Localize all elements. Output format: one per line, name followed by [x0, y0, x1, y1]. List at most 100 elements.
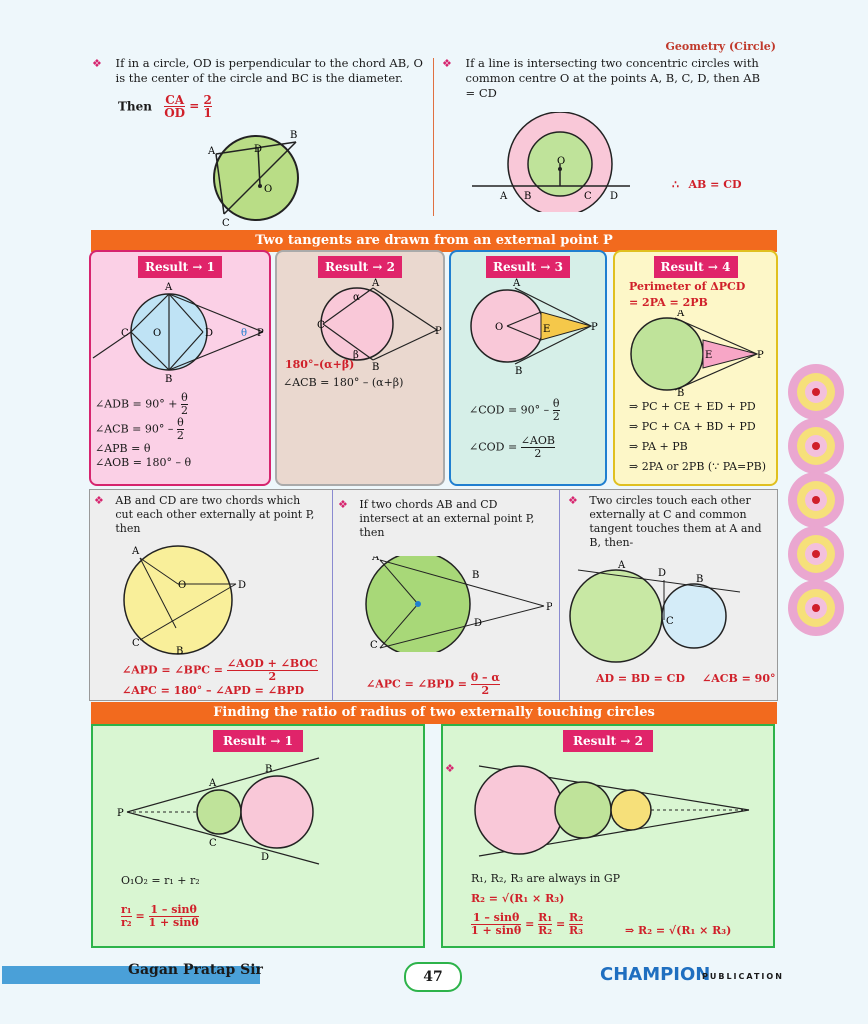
theorem-text: If a line is intersecting two concentric…: [465, 56, 761, 100]
angle-label: 180°–(α+β): [285, 358, 355, 371]
concentric-result: ∴ AB = CD: [672, 178, 742, 191]
touching-circles-diagram: A D B C: [569, 560, 741, 663]
svg-text:B: B: [290, 130, 297, 141]
touching-circles-text: ❖ Two circles touch each other externall…: [568, 494, 762, 549]
result-tag: Result → 2: [563, 730, 653, 752]
page-header-title: Geometry (Circle): [665, 40, 776, 53]
svg-text:P: P: [117, 808, 124, 819]
concentric-circles-diagram: O A B C D: [472, 112, 630, 212]
svg-text:C: C: [584, 191, 592, 202]
svg-text:P: P: [435, 326, 442, 337]
svg-text:O: O: [557, 156, 565, 167]
svg-text:D: D: [238, 580, 246, 591]
svg-text:B: B: [265, 764, 272, 775]
diamond-bullet-icon: ❖: [442, 57, 452, 70]
svg-text:B: B: [696, 574, 703, 585]
ratio-result-box-2: Result → 2 ❖ R₁, R₂, R₃ are always in GP…: [441, 724, 775, 948]
svg-text:C: C: [132, 638, 140, 649]
touching-result-2: ∠ACB = 90°: [702, 672, 776, 685]
result-tag: Result → 1: [138, 256, 222, 278]
target-rings-icon: [788, 364, 844, 636]
svg-text:P: P: [591, 322, 598, 333]
gp-statement: R₁, R₂, R₃ are always in GP: [471, 872, 621, 885]
svg-text:A: A: [208, 778, 217, 789]
svg-text:B: B: [165, 374, 172, 385]
distance-equation: O₁O₂ = r₁ + r₂: [121, 874, 200, 887]
svg-text:B: B: [176, 646, 183, 656]
svg-text:C: C: [121, 328, 129, 339]
svg-text:A: A: [617, 560, 626, 571]
svg-text:P: P: [757, 350, 764, 361]
section-banner-tangents: Two tangents are drawn from an external …: [91, 230, 777, 252]
svg-text:C: C: [222, 218, 230, 228]
svg-text:A: A: [512, 278, 521, 289]
decorative-rings: [786, 362, 848, 646]
perimeter-eq: = 2PA = 2PB: [629, 296, 708, 309]
brand-logo: CHAMPION: [600, 964, 711, 985]
svg-text:D: D: [610, 191, 618, 202]
svg-text:C: C: [317, 320, 325, 331]
tangents-diagram-2: CA BP αβ: [317, 278, 442, 373]
svg-text:B: B: [515, 366, 522, 374]
svg-text:A: A: [499, 191, 508, 202]
svg-text:α: α: [353, 292, 360, 303]
svg-text:A: A: [207, 146, 216, 157]
gp-formula: R₂ = √(R₁ × R₃): [471, 892, 565, 905]
svg-text:D: D: [474, 618, 482, 629]
diamond-bullet-icon: ❖: [338, 498, 348, 511]
svg-text:B: B: [677, 388, 684, 396]
svg-text:O: O: [264, 184, 272, 195]
svg-text:P: P: [257, 328, 264, 339]
svg-text:B: B: [524, 191, 531, 202]
chords-intersect-text: ❖ If two chords AB and CD intersect at a…: [338, 498, 535, 539]
svg-text:E: E: [543, 324, 550, 335]
diamond-bullet-icon: ❖: [92, 57, 102, 70]
footer-author: Gagan Pratap Sir: [128, 962, 263, 978]
svg-text:O: O: [153, 328, 161, 339]
svg-text:D: D: [658, 568, 666, 579]
svg-text:C: C: [666, 616, 674, 627]
svg-text:A: A: [371, 556, 380, 563]
chord-perpendicular-diagram: A B C D O: [207, 130, 299, 228]
chords-external-formula-2: ∠APC = 180° – ∠APD = ∠BPD: [122, 684, 305, 697]
svg-text:A: A: [676, 310, 685, 319]
page-number: 47: [404, 962, 462, 992]
perimeter-title: Perimeter of ΔPCD: [629, 280, 746, 293]
svg-text:θ: θ: [241, 328, 247, 339]
theorem-text: If in a circle, OD is perpendicular to t…: [115, 56, 423, 85]
result-tag: Result → 2: [318, 256, 402, 278]
svg-text:A: A: [371, 278, 380, 289]
then-label: Then: [118, 99, 153, 114]
svg-text:C: C: [209, 838, 217, 849]
svg-text:B: B: [472, 570, 479, 581]
chords-intersect-diagram: AB DC P: [365, 556, 552, 652]
result-box-4: Result → 4 Perimeter of ΔPCD = 2PA = 2PB…: [613, 250, 778, 486]
diamond-bullet-icon: ❖: [445, 762, 455, 775]
two-circle-tangent-diagram: PA BC D: [117, 757, 320, 865]
chords-external-text: ❖ AB and CD are two chords which cut eac…: [94, 494, 315, 535]
svg-text:D: D: [205, 328, 213, 339]
diamond-bullet-icon: ❖: [94, 494, 104, 507]
result-tag: Result → 1: [213, 730, 303, 752]
result-tag: Result → 3: [486, 256, 570, 278]
top-left-theorem: ❖ If in a circle, OD is perpendicular to…: [92, 56, 432, 86]
result-4-steps: ⇒ PC + CE + ED + PD ⇒ PC + CA + BD + PD …: [629, 400, 767, 473]
svg-text:O: O: [178, 580, 186, 591]
svg-text:B: B: [372, 362, 379, 373]
chords-section: ❖ AB and CD are two chords which cut eac…: [89, 489, 778, 701]
svg-text:D: D: [254, 144, 262, 155]
footer-stripe: [2, 966, 260, 984]
